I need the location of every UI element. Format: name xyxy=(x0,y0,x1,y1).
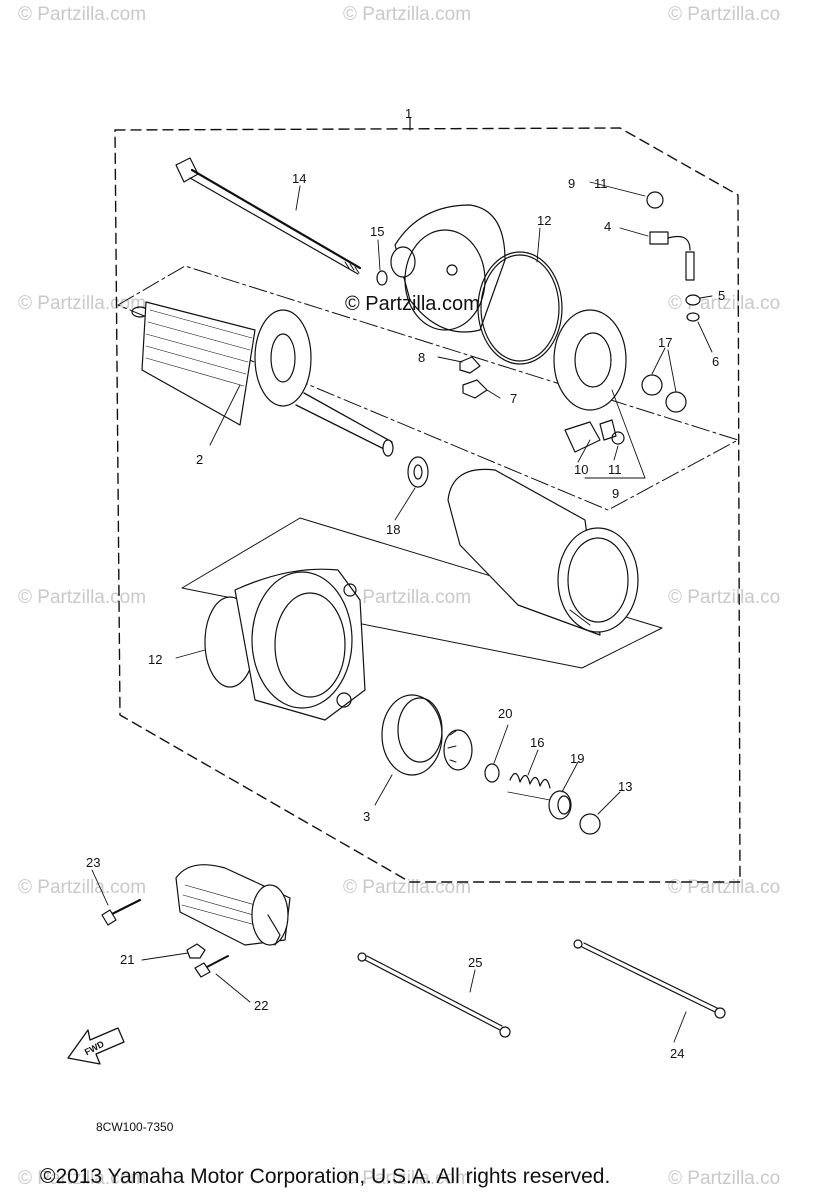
watermark: © Partzilla.co xyxy=(668,1168,781,1189)
callout-15: 15 xyxy=(370,224,385,239)
watermark: © Partzilla.com xyxy=(18,4,147,25)
bolt xyxy=(101,909,117,926)
armature xyxy=(131,301,394,457)
callout-6: 6 xyxy=(712,354,720,369)
callout-21: 21 xyxy=(120,952,135,967)
callout-16: 16 xyxy=(530,735,545,750)
watermark: © Partzilla.com xyxy=(343,4,472,25)
spring xyxy=(611,431,625,445)
callout-9-bottom: 9 xyxy=(612,486,620,501)
front-cover xyxy=(204,568,366,721)
callout-4: 4 xyxy=(604,219,612,234)
brush xyxy=(564,421,601,453)
callout-5: 5 xyxy=(718,288,726,303)
callout-7: 7 xyxy=(510,391,518,406)
washer xyxy=(641,374,663,396)
rear-cover xyxy=(390,204,506,333)
assembly-boundary xyxy=(114,127,741,883)
stopper xyxy=(548,790,572,820)
callout-14: 14 xyxy=(292,171,307,186)
forward-arrow-icon xyxy=(67,1027,125,1065)
ground-lead xyxy=(573,939,726,1019)
diagram-code: 8CW100-7350 xyxy=(96,1120,174,1134)
circlip xyxy=(579,813,601,835)
exploded-plane xyxy=(117,265,739,511)
callout-20: 20 xyxy=(498,706,513,721)
center-watermark: © Partzilla.com xyxy=(345,293,480,315)
callout-13: 13 xyxy=(618,779,633,794)
leader-line xyxy=(91,181,713,1043)
watermark: © Partzilla.co xyxy=(668,877,781,898)
callout-3: 3 xyxy=(363,809,371,824)
brush-holder-plate xyxy=(553,309,627,411)
bolt xyxy=(204,955,229,969)
watermark: © Partzilla.com xyxy=(343,587,472,608)
nut xyxy=(186,943,206,959)
nut xyxy=(462,379,488,399)
o-ring-small xyxy=(686,312,700,322)
watermark: © Partzilla.com xyxy=(18,587,147,608)
starter-clutch xyxy=(381,694,473,776)
thrust-washer xyxy=(407,456,429,488)
o-ring xyxy=(477,251,563,365)
screw xyxy=(646,191,664,209)
callout-10: 10 xyxy=(574,462,589,477)
starter-motor-assembly xyxy=(175,864,291,946)
callout-2: 2 xyxy=(196,452,204,467)
callout-8: 8 xyxy=(418,350,426,365)
o-ring xyxy=(480,254,560,362)
watermark: © Partzilla.com xyxy=(18,877,147,898)
callout-9-top: 9 xyxy=(568,176,576,191)
watermark: © Partzilla.co xyxy=(668,4,781,25)
starter-yoke xyxy=(447,468,639,636)
watermark: © Partzilla.com xyxy=(343,877,472,898)
watermark: © Partzilla.com xyxy=(343,1168,472,1189)
callout-1: 1 xyxy=(405,106,413,121)
starter-lead xyxy=(357,952,511,1038)
brush-lead xyxy=(649,231,669,245)
callout-18: 18 xyxy=(386,522,401,537)
callout-11-top: 11 xyxy=(594,176,608,191)
watermark: © Partzilla.co xyxy=(668,587,781,608)
callout-12-left: 12 xyxy=(148,652,163,667)
nut xyxy=(459,356,481,374)
long-bolt xyxy=(175,157,362,275)
callout-19: 19 xyxy=(570,751,585,766)
exploded-plane xyxy=(181,517,663,669)
collar xyxy=(484,763,500,783)
bolt xyxy=(108,898,142,917)
washer xyxy=(685,294,701,306)
watermark: © Partzilla.com xyxy=(18,293,147,314)
callout-11-bottom: 11 xyxy=(608,462,622,477)
callout-23: 23 xyxy=(86,855,101,870)
callout-22: 22 xyxy=(254,998,269,1013)
brush xyxy=(599,419,617,441)
watermark: © Partzilla.com xyxy=(18,1168,147,1189)
callout-25: 25 xyxy=(468,955,483,970)
callout-17: 17 xyxy=(658,335,673,350)
callout-12-top: 12 xyxy=(537,213,552,228)
spring xyxy=(507,772,551,801)
callout-24: 24 xyxy=(670,1046,685,1061)
copyright-notice: ©2013 Yamaha Motor Corporation, U.S.A. A… xyxy=(40,1165,611,1188)
o-ring-small xyxy=(376,270,388,286)
washer xyxy=(665,391,687,413)
